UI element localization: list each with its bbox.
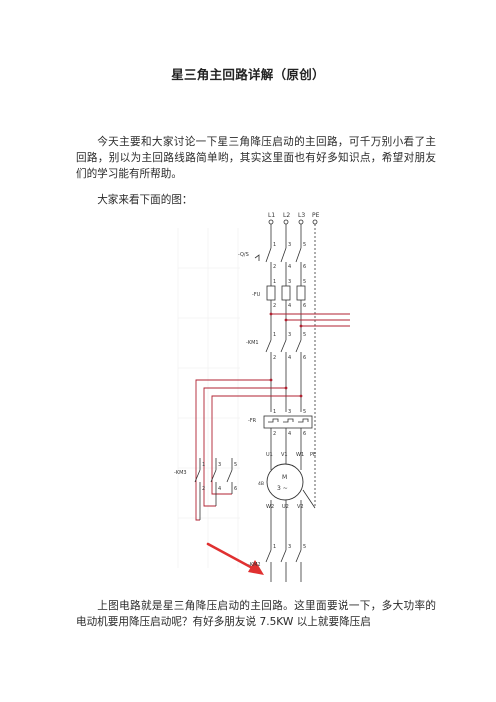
km2-contacts xyxy=(265,549,302,582)
km1-num-1: 1 xyxy=(273,332,276,338)
delta-loop-wires xyxy=(195,379,301,521)
star-delta-circuit-diagram: L1 L2 L3 PE -Q/S xyxy=(174,212,350,582)
page-title: 星三角主回路详解（原创） xyxy=(171,67,325,82)
terminal-pe: PE xyxy=(312,212,320,219)
loop-dots xyxy=(269,378,303,398)
paragraph-see-below: 大家来看下面的图： xyxy=(97,194,193,206)
label-km1: -KM1 xyxy=(246,340,259,346)
qs-num-4: 4 xyxy=(288,264,291,270)
label-fr: -FR xyxy=(248,418,257,424)
bus-dots xyxy=(269,312,303,328)
fuses xyxy=(266,285,306,301)
terminal-l2: L2 xyxy=(283,212,290,219)
arrow-icon xyxy=(206,542,264,575)
terminal-circles xyxy=(268,219,318,225)
qs-switch xyxy=(254,242,302,288)
main-wires xyxy=(270,224,316,508)
km3-num-6: 6 xyxy=(234,486,237,492)
fr-num-4: 4 xyxy=(288,431,291,437)
km2-num-1: 1 xyxy=(273,544,276,550)
fu-num-4: 4 xyxy=(288,303,291,309)
label-w1: W1 xyxy=(296,452,304,458)
motor: M 3 ~ 4B xyxy=(258,463,316,509)
fr-num-1: 1 xyxy=(273,409,276,415)
km3-num-2: 2 xyxy=(202,486,205,492)
km1-contacts xyxy=(265,339,302,412)
km1-num-5: 5 xyxy=(303,332,306,338)
paragraph-explanation: 上图电路就是星三角降压启动的主回路。这里面要说一下，多大功率的电动机要用降压启动… xyxy=(76,600,436,628)
km1-num-2: 2 xyxy=(273,355,276,361)
fu-num-5: 5 xyxy=(303,279,306,285)
label-w2: W2 xyxy=(266,504,274,510)
km3-num-3: 3 xyxy=(218,462,221,468)
fr-num-2: 2 xyxy=(273,431,276,437)
label-fu: -FU xyxy=(252,292,261,298)
label-u1: U1 xyxy=(266,452,273,458)
qs-num-3: 3 xyxy=(288,242,291,248)
motor-phase: 3 ~ xyxy=(277,485,288,492)
label-km3: -KM3 xyxy=(174,470,187,476)
fr-wires xyxy=(270,428,302,470)
qs-num-6: 6 xyxy=(303,264,306,270)
km1-num-6: 6 xyxy=(303,355,306,361)
km3-contacts xyxy=(194,458,233,520)
terminal-l3: L3 xyxy=(298,212,305,219)
fr-relay xyxy=(263,415,313,429)
qs-num-5: 5 xyxy=(303,242,306,248)
qs-num-1: 1 xyxy=(273,242,276,248)
fu-num-6: 6 xyxy=(303,303,306,309)
label-u2: U2 xyxy=(282,504,289,510)
fu-num-1: 1 xyxy=(273,279,276,285)
km3-num-1: 1 xyxy=(202,462,205,468)
fr-num-3: 3 xyxy=(288,409,291,415)
motor-bottom-wires xyxy=(270,500,302,550)
fr-num-6: 6 xyxy=(303,431,306,437)
km2-num-5: 5 xyxy=(303,544,306,550)
motor-label: M xyxy=(282,474,287,481)
diagram-grid xyxy=(177,228,240,568)
label-v1: V1 xyxy=(281,452,288,458)
km3-num-4: 4 xyxy=(218,486,221,492)
km1-num-4: 4 xyxy=(288,355,291,361)
km3-num-5: 5 xyxy=(234,462,237,468)
paragraph-intro: 今天主要和大家讨论一下星三角降压启动的主回路，可千万别小看了主回路，别以为主回路… xyxy=(76,136,436,180)
label-km2: -KM2 xyxy=(248,562,261,568)
label-v2: V2 xyxy=(297,504,304,510)
km1-num-3: 3 xyxy=(288,332,291,338)
red-bus-lines xyxy=(271,313,350,327)
terminal-l1: L1 xyxy=(268,212,275,219)
label-pe: PE xyxy=(310,452,316,458)
fu-num-3: 3 xyxy=(288,279,291,285)
km2-num-3: 3 xyxy=(288,544,291,550)
label-qs: -Q/S xyxy=(238,252,249,258)
qs-num-2: 2 xyxy=(273,264,276,270)
fu-num-2: 2 xyxy=(273,303,276,309)
fr-num-5: 5 xyxy=(303,409,306,415)
motor-tag: 4B xyxy=(258,481,264,487)
